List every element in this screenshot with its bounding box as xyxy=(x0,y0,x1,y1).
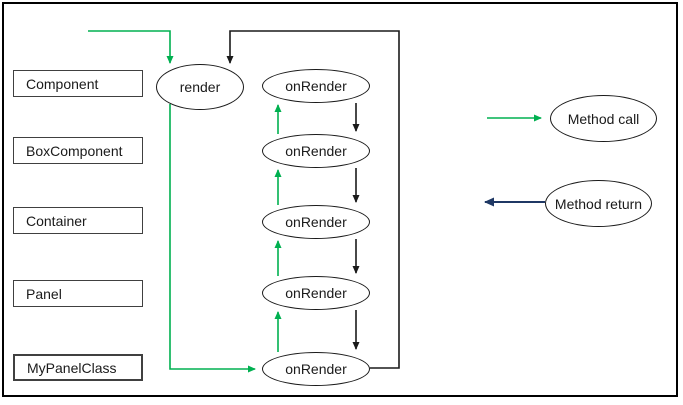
class-box-panel: Panel xyxy=(13,280,143,307)
class-box-component: Component xyxy=(13,70,143,97)
onrender-ellipse-panel: onRender xyxy=(262,276,370,310)
call-render-arrow xyxy=(88,30,174,64)
class-box-container: Container xyxy=(13,207,143,234)
legend-method-call-ellipse: Method call xyxy=(550,95,657,142)
render-ellipse: render xyxy=(156,64,244,110)
onrender-ellipse-mypanelclass: onRender xyxy=(262,352,370,386)
render-to-mypanel-onrender-arrow xyxy=(169,104,256,373)
method-call-arrows xyxy=(88,30,542,373)
class-box-mypanelclass: MyPanelClass xyxy=(13,354,143,381)
class-box-boxcomponent: BoxComponent xyxy=(13,137,143,164)
return-to-render-loop-arrow xyxy=(226,30,400,369)
method-return-arrows xyxy=(226,30,400,369)
onrender-ellipse-container: onRender xyxy=(262,205,370,239)
canvas-frame xyxy=(2,2,678,397)
onrender-ellipse-component: onRender xyxy=(262,69,370,103)
legend-method-return-ellipse: Method return xyxy=(545,180,652,227)
onrender-ellipse-boxcomponent: onRender xyxy=(262,134,370,168)
